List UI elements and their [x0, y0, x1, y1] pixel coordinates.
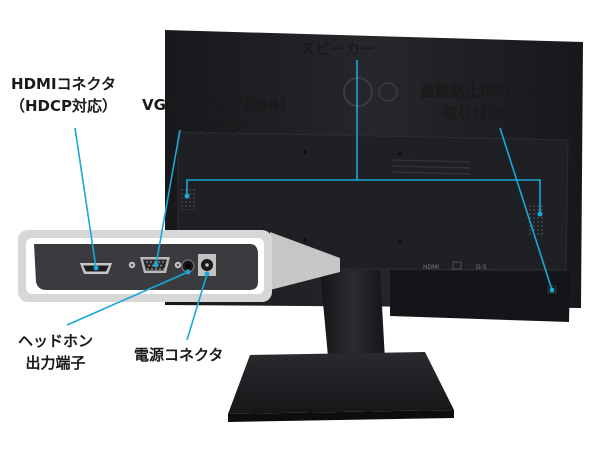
speaker-grille-right	[529, 204, 545, 236]
label-power-connector: 電源コネクタ	[134, 344, 223, 366]
zoom-connector	[270, 232, 340, 290]
label-vga-line1: VGA(アナログRGB)	[142, 96, 287, 114]
label-hdmi-line2: （HDCP対応）	[10, 97, 118, 115]
panel-mark-dsub: D-S	[476, 264, 487, 271]
callout-line-power	[186, 273, 208, 341]
panel-mark-hdmi: HDMI	[423, 264, 439, 271]
label-power-line1: 電源コネクタ	[134, 346, 224, 364]
label-lock-line2: 取り付け穴	[442, 104, 518, 122]
logo-ring	[343, 77, 373, 107]
label-hdmi-connector: HDMIコネクタ （HDCP対応）	[10, 73, 117, 117]
label-vga-line2: コネクタ	[184, 118, 244, 136]
label-headphone-jack: ヘッドホン 出力端子	[18, 330, 93, 374]
callout-line-vga	[155, 129, 181, 266]
power-jack-graphic	[198, 254, 216, 276]
label-lock-line1: 盗難防止用ロック	[420, 82, 541, 100]
monitor-bottom-lip	[390, 270, 570, 322]
speaker-grille-left	[181, 188, 195, 210]
label-vga-connector: VGA(アナログRGB) コネクタ	[142, 94, 286, 138]
callout-line-lock	[499, 127, 553, 291]
callout-bracket-speaker	[186, 179, 541, 214]
label-headphone-line2: 出力端子	[25, 354, 86, 372]
stand-neck	[320, 270, 386, 378]
label-headphone-line1: ヘッドホン	[18, 332, 94, 350]
callout-line-headphone	[66, 271, 189, 326]
stand-base	[228, 352, 454, 414]
headphone-jack-graphic	[181, 259, 195, 273]
vent-slits	[391, 159, 471, 175]
label-speaker: スピーカー	[300, 38, 375, 60]
label-hdmi-line1: HDMIコネクタ	[11, 75, 116, 93]
callout-lines	[66, 60, 555, 341]
label-lock-hole: 盗難防止用ロック 取り付け穴	[420, 80, 540, 124]
label-speaker-line1: スピーカー	[300, 40, 376, 58]
callout-line-hdmi	[74, 127, 97, 269]
